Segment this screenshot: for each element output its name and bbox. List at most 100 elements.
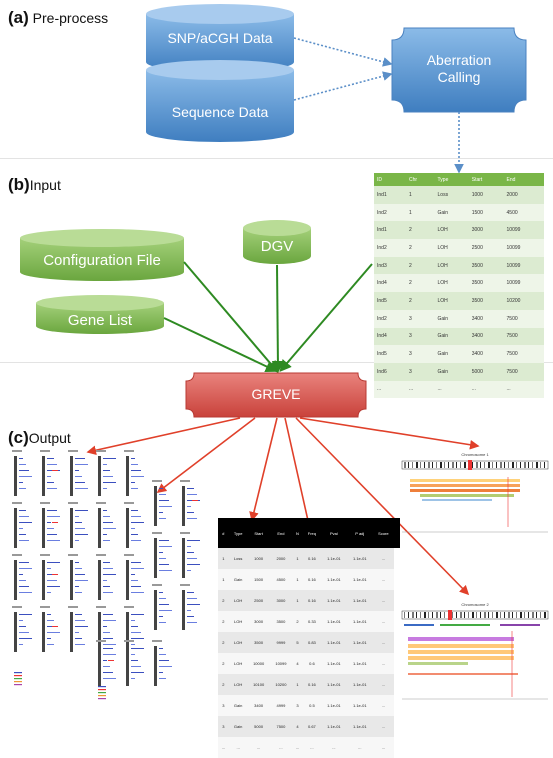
- output-table-cell: 4: [292, 716, 303, 737]
- chromosome-band: [428, 612, 429, 618]
- chromosome-band: [436, 462, 437, 468]
- aberration-calling-label: Aberration Calling: [392, 52, 526, 86]
- mini-chromosome-plot: [152, 532, 172, 578]
- output-table-cell: 1.1e-01: [346, 590, 373, 611]
- input-table-cell: 3400: [468, 345, 504, 363]
- output-table-cell: 1.1e-01: [346, 674, 373, 695]
- genome-browser-panel-2: Chromosome 2: [400, 602, 550, 712]
- output-table-header: Pval: [320, 518, 347, 548]
- input-table-cell: Ind5: [374, 292, 406, 310]
- mini-chromosome-plot: [40, 502, 60, 548]
- output-table-cell: 0.6: [302, 653, 321, 674]
- browser-track-image-2: [401, 610, 549, 700]
- chromosome-band: [528, 462, 529, 468]
- dgv-label: DGV: [260, 238, 294, 255]
- output-table-cell: 1.1e-01: [320, 590, 347, 611]
- chromosome-band: [500, 612, 501, 618]
- chromosome-band: [444, 612, 445, 618]
- input-table-cell: LOH: [434, 274, 469, 293]
- chromosome-band: [404, 612, 405, 618]
- chromosome-band: [532, 612, 534, 618]
- aberration-calling-line1: Aberration: [426, 52, 492, 68]
- mini-chromosome-plot: [124, 640, 144, 686]
- output-table-header: End: [269, 518, 293, 548]
- output-table-header: #: [218, 518, 229, 548]
- input-table-cell: Loss: [434, 186, 469, 204]
- mini-chromosome-plot: [96, 606, 116, 652]
- input-table-cell: 1500: [468, 203, 504, 222]
- output-table-cell: 1.1e-01: [346, 653, 373, 674]
- output-table-header: Type: [228, 518, 248, 548]
- configuration-file-label: Configuration File: [43, 252, 161, 269]
- input-table-cell: 3400: [468, 327, 504, 346]
- output-table-cell: ...: [269, 737, 293, 758]
- input-table-cell: 7500: [503, 362, 544, 381]
- input-table-cell: Ind4: [374, 274, 406, 293]
- input-table-cell: 1000: [468, 186, 504, 204]
- input-table-cell: 4500: [503, 203, 544, 222]
- input-table-cell: 2: [405, 292, 435, 310]
- output-table-cell: 0.16: [302, 569, 321, 590]
- output-table-cell: 1: [218, 548, 229, 569]
- input-table-cell: 7500: [503, 327, 544, 346]
- greve-shape: [185, 372, 367, 418]
- chromosome-band: [472, 462, 473, 468]
- input-table-cell: 2: [405, 274, 435, 293]
- input-table-cell: Ind4: [374, 327, 406, 346]
- output-table-cell: 1: [218, 569, 229, 590]
- input-table-cell: ...: [405, 380, 435, 399]
- output-table-cell: 1.1e-01: [346, 632, 373, 653]
- chromosome-band: [412, 462, 413, 468]
- output-table-cell: 3000: [269, 590, 293, 611]
- mini-chromosome-plot: [40, 554, 60, 600]
- aberration-calling-shape: [391, 27, 527, 113]
- section-b-title: Input: [29, 177, 61, 193]
- output-table-cell: ...: [218, 737, 229, 758]
- chromosome-band: [520, 462, 521, 468]
- output-table-cell: ...: [372, 653, 395, 674]
- input-table-cell: 3500: [468, 274, 504, 293]
- output-table-cell: ...: [372, 548, 395, 569]
- output-table-cell: 1: [292, 548, 303, 569]
- output-table-cell: LOH: [228, 674, 248, 695]
- input-table-header: Chr: [405, 173, 435, 186]
- chromosome-band: [480, 462, 481, 468]
- red-arrow-2: [156, 417, 256, 493]
- mini-plot-legend: [14, 672, 22, 686]
- chromosome-band: [460, 612, 462, 618]
- output-table-cell: 0.33: [302, 611, 321, 632]
- section-b-label: (b)Input: [8, 175, 61, 195]
- chromosome-band: [508, 462, 509, 468]
- input-table-cell: 3500: [468, 256, 504, 275]
- dotted-arrow-snp: [293, 37, 393, 67]
- configuration-file-shape: [20, 229, 184, 281]
- section-a-letter: (a): [8, 8, 29, 27]
- output-table-cell: 10100: [247, 674, 270, 695]
- input-table-row: ...............: [374, 380, 544, 399]
- red-arrow-5: [299, 417, 480, 450]
- input-table-cell: 3: [405, 345, 435, 363]
- chromosome-band: [540, 462, 541, 468]
- snp-acgh-label: SNP/aCGH Data: [167, 30, 273, 46]
- input-table-header: End: [503, 173, 544, 186]
- input-table-cell: 7500: [503, 345, 544, 363]
- output-table-cell: 2: [218, 632, 229, 653]
- output-table-cell: 1.1e-01: [346, 611, 373, 632]
- input-table-cell: 3: [405, 309, 435, 328]
- output-table-cell: ...: [372, 737, 395, 758]
- output-table-cell: 1.1e-01: [320, 716, 347, 737]
- chromosome-band: [504, 462, 505, 468]
- output-table-cell: 1.1e-01: [320, 674, 347, 695]
- input-table-cell: 2: [405, 239, 435, 257]
- input-table-cell: Gain: [434, 327, 469, 346]
- chromosome-band: [512, 612, 513, 618]
- chromosome-band: [544, 612, 546, 618]
- section-c-label: (c)Output: [8, 428, 71, 448]
